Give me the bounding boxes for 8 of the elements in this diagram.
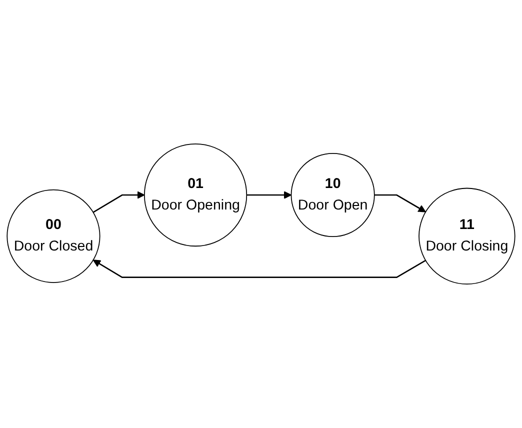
node-circle: 10 Door Open xyxy=(290,152,375,238)
arrow xyxy=(92,191,145,213)
arrow xyxy=(92,260,426,278)
arrow xyxy=(374,194,426,212)
node-circle: 11 Door Closing xyxy=(418,188,516,285)
arrow xyxy=(246,191,292,199)
node-circle: 00 Door Closed xyxy=(6,189,100,283)
node-circle: 01 Door Opening xyxy=(144,143,248,247)
